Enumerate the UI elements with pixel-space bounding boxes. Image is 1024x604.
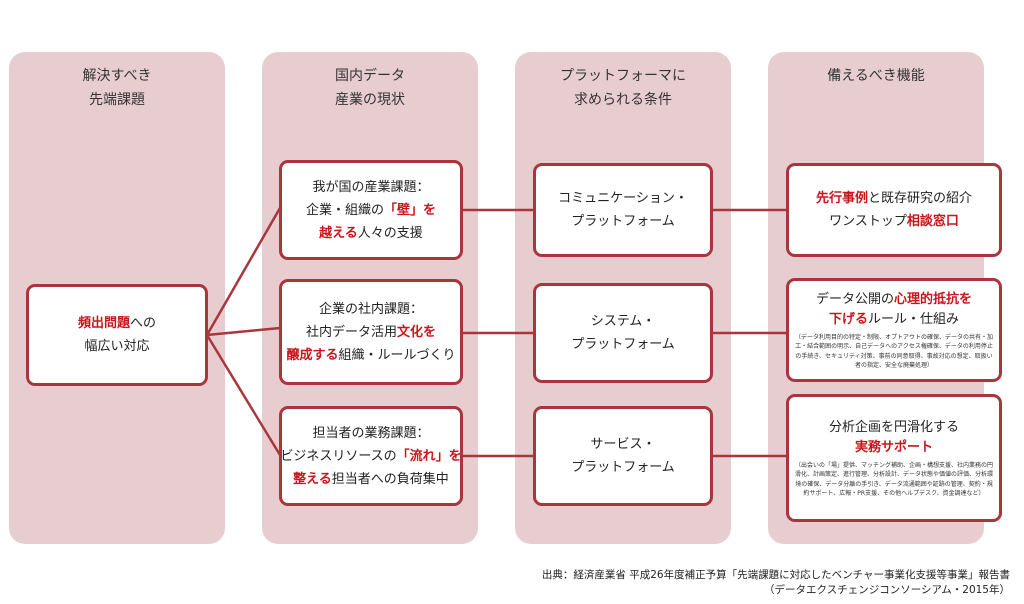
platform-box-service: サービス・ プラットフォーム bbox=[533, 406, 713, 506]
function-detail-text: （出会いの「場」提供、マッチング補助、企画・構想支援、社内業務の円滑化、計画策定… bbox=[795, 461, 994, 498]
column-title: 備えるべき機能 bbox=[827, 68, 925, 84]
root-box-frequent-issues: 頻出問題への 幅広い対応 bbox=[26, 284, 208, 386]
platform-box-communication: コミュニケーション・ プラットフォーム bbox=[533, 163, 713, 257]
connector-root-issue1 bbox=[205, 207, 282, 336]
function-box-support: 分析企画を円滑化する 実務サポート （出会いの「場」提供、マッチング補助、企画・… bbox=[786, 394, 1002, 522]
column-title: 国内データ 産業の現状 bbox=[335, 68, 405, 108]
connector-root-issue2 bbox=[206, 326, 281, 337]
platform-box-system: システム・ プラットフォーム bbox=[533, 283, 713, 383]
connector-root-issue3 bbox=[205, 334, 282, 456]
function-box-rules: データ公開の心理的抵抗を 下げるルール・仕組み （データ利用目的の特定・制限、オ… bbox=[786, 278, 1002, 382]
function-detail-text: （データ利用目的の特定・制限、オプトアウトの確保、データの共有・加工・結合範囲の… bbox=[795, 333, 994, 370]
column-title: 解決すべき 先端課題 bbox=[82, 68, 152, 108]
issue-box-operations: 担当者の業務課題： ビジネスリソースの「流れ」を 整える担当者への負荷集中 bbox=[279, 406, 463, 506]
column-title: プラットフォーマに 求められる条件 bbox=[560, 68, 686, 108]
issue-box-industry: 我が国の産業課題： 企業・組織の「壁」を 越える人々の支援 bbox=[279, 160, 463, 260]
issue-box-internal: 企業の社内課題： 社内データ活用文化を 醸成する組織・ルールづくり bbox=[279, 279, 463, 385]
function-box-consultation: 先行事例と既存研究の紹介 ワンストップ相談窓口 bbox=[786, 163, 1002, 257]
source-citation: 出典：経済産業省 平成26年度補正予算「先端課題に対応したベンチャー事業化支援等… bbox=[541, 569, 1010, 596]
